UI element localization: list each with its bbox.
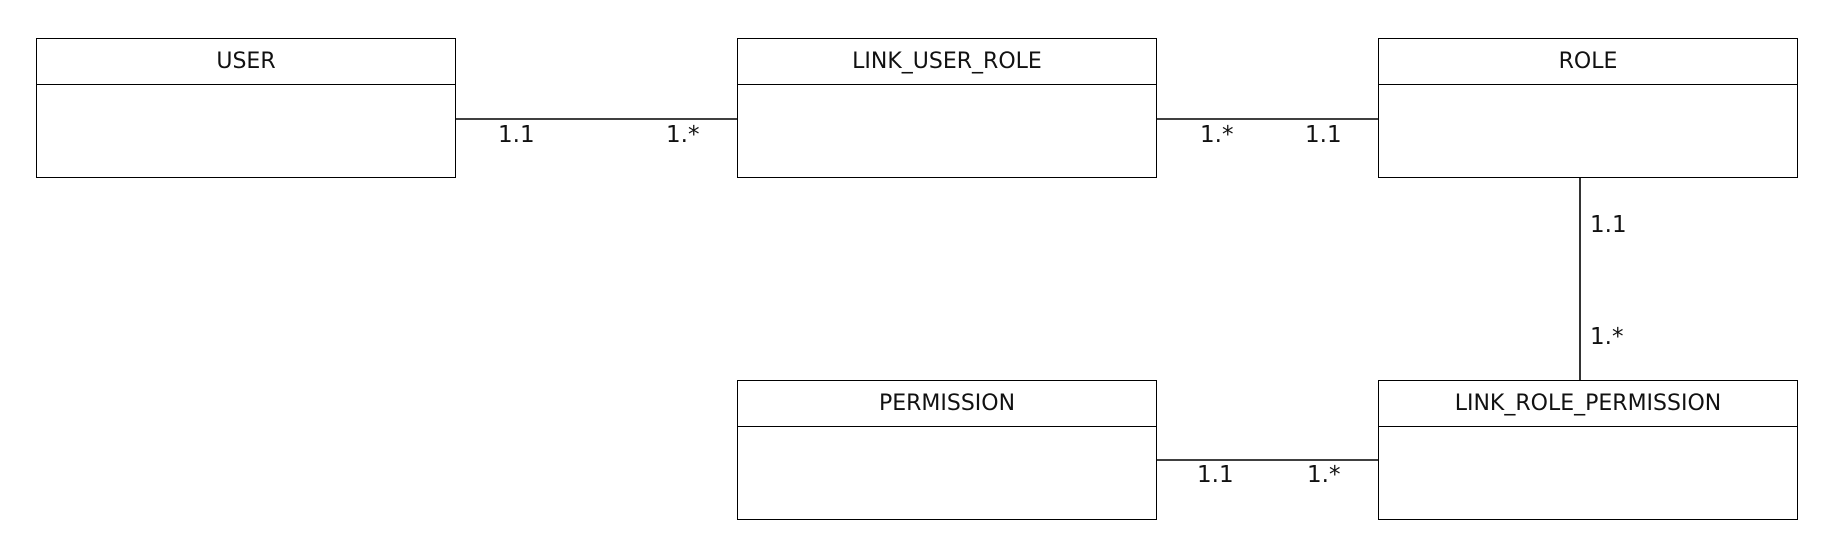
entity-title: ROLE: [1379, 39, 1797, 85]
multiplicity-user-side: 1.1: [498, 122, 535, 148]
entity-title: PERMISSION: [738, 381, 1156, 427]
entity-body: [1379, 85, 1797, 177]
entity-title: LINK_USER_ROLE: [738, 39, 1156, 85]
multiplicity-permission-side: 1.1: [1197, 462, 1234, 488]
multiplicity-link-role-permission-side: 1.*: [1307, 462, 1341, 488]
multiplicity-role-side: 1.1: [1305, 122, 1342, 148]
multiplicity-link-user-role-side: 1.*: [1200, 122, 1234, 148]
entity-body: [1379, 427, 1797, 519]
entity-link-user-role[interactable]: LINK_USER_ROLE: [737, 38, 1157, 178]
entity-title: LINK_ROLE_PERMISSION: [1379, 381, 1797, 427]
entity-body: [738, 85, 1156, 177]
multiplicity-link-role-permission-side: 1.*: [1590, 324, 1624, 350]
entity-role[interactable]: ROLE: [1378, 38, 1798, 178]
entity-body: [738, 427, 1156, 519]
entity-title: USER: [37, 39, 455, 85]
multiplicity-link-user-role-side: 1.*: [666, 122, 700, 148]
entity-permission[interactable]: PERMISSION: [737, 380, 1157, 520]
entity-user[interactable]: USER: [36, 38, 456, 178]
multiplicity-role-side: 1.1: [1590, 212, 1627, 238]
entity-link-role-permission[interactable]: LINK_ROLE_PERMISSION: [1378, 380, 1798, 520]
entity-body: [37, 85, 455, 177]
